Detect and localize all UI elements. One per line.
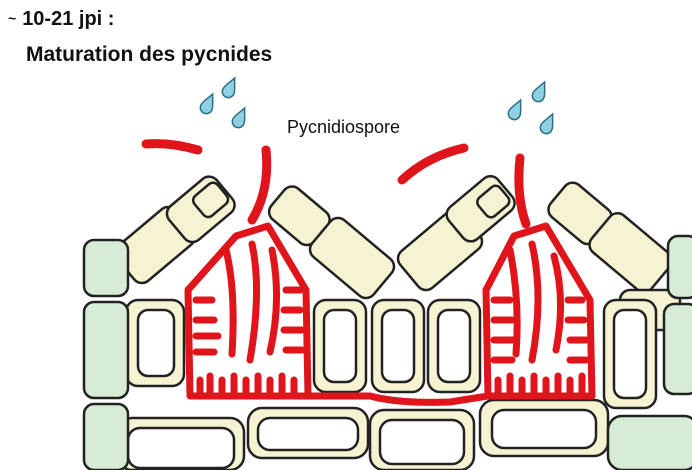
water-drop-icon (230, 105, 250, 129)
connecting-hypha (306, 396, 488, 402)
water-drop-icon (530, 79, 550, 103)
plant-cell-icon (438, 310, 470, 382)
water-drop-icon (220, 75, 240, 99)
plant-cell-icon (258, 418, 358, 450)
water-drop-icon (198, 91, 218, 115)
plant-cell-icon (138, 310, 174, 376)
water-drop-icon (538, 111, 558, 135)
pycnidiospore-icon (252, 150, 267, 220)
pycnidium-right (486, 226, 592, 396)
pycnidium-left (188, 226, 308, 396)
plant-cell-icon (382, 310, 414, 382)
water-drops-left (198, 75, 250, 129)
water-drops-right (506, 79, 558, 135)
plant-cell-icon (324, 310, 356, 382)
plant-cell-icon (664, 304, 692, 394)
plant-cell-icon (668, 236, 692, 298)
plant-cell-icon (128, 428, 234, 468)
plant-cell-icon (492, 410, 596, 448)
plant-cell-icon (84, 404, 128, 470)
water-drop-icon (506, 97, 526, 121)
plant-cell-icon (84, 302, 128, 398)
plant-cell-icon (614, 310, 646, 398)
pycnidiospore-icon (519, 158, 526, 224)
plant-cell-icon (608, 416, 692, 470)
pycnidiospore-icon (146, 144, 198, 150)
plant-cell-icon (380, 420, 464, 464)
plant-cell-icon (84, 240, 128, 296)
pycnidiospore-icon (402, 148, 464, 180)
